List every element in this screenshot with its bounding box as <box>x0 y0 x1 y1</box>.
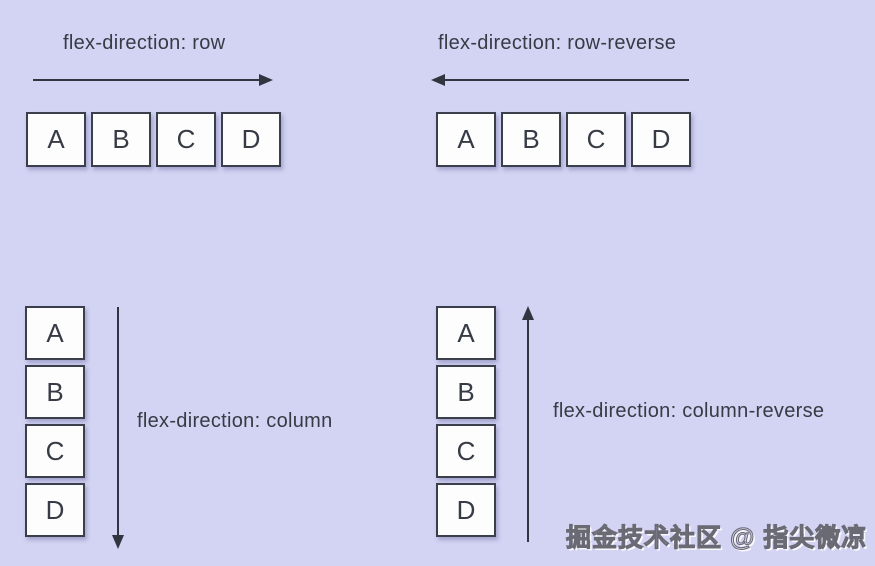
watermark-text: 掘金技术社区 @ 指尖微凉 <box>565 524 868 553</box>
section-row-label: flex-direction: row <box>63 32 226 54</box>
arrow-line <box>445 78 689 82</box>
flex-item-box: B <box>436 365 496 419</box>
section-column-items: A B C D <box>25 306 85 537</box>
flex-item-box: D <box>631 112 691 167</box>
arrow-down-icon <box>111 307 125 549</box>
flex-item-box: B <box>501 112 561 167</box>
arrow-line <box>116 307 120 535</box>
arrow-right-icon <box>33 73 273 87</box>
flex-item-box: A <box>26 112 86 167</box>
section-column-reverse-label: flex-direction: column-reverse <box>553 400 825 422</box>
flex-item-box: D <box>221 112 281 167</box>
section-column-label: flex-direction: column <box>137 410 333 432</box>
arrow-head <box>522 306 534 320</box>
arrow-head <box>431 74 445 86</box>
flex-item-box: D <box>436 483 496 537</box>
flex-item-box: C <box>156 112 216 167</box>
flex-item-box: D <box>25 483 85 537</box>
flex-item-box: C <box>25 424 85 478</box>
flex-item-box: C <box>436 424 496 478</box>
flex-item-box: A <box>436 112 496 167</box>
arrow-line <box>526 320 530 542</box>
arrow-head <box>112 535 124 549</box>
arrow-head <box>259 74 273 86</box>
section-row-reverse-items: A B C D <box>436 112 691 167</box>
arrow-line <box>33 78 259 82</box>
flex-item-box: A <box>436 306 496 360</box>
arrow-up-icon <box>521 306 535 542</box>
flex-item-box: B <box>91 112 151 167</box>
section-column-reverse-items: A B C D <box>436 306 496 537</box>
section-row-items: A B C D <box>26 112 281 167</box>
arrow-left-icon <box>431 73 689 87</box>
flex-item-box: C <box>566 112 626 167</box>
section-row-reverse-label: flex-direction: row-reverse <box>438 32 677 54</box>
flex-item-box: A <box>25 306 85 360</box>
flex-item-box: B <box>25 365 85 419</box>
